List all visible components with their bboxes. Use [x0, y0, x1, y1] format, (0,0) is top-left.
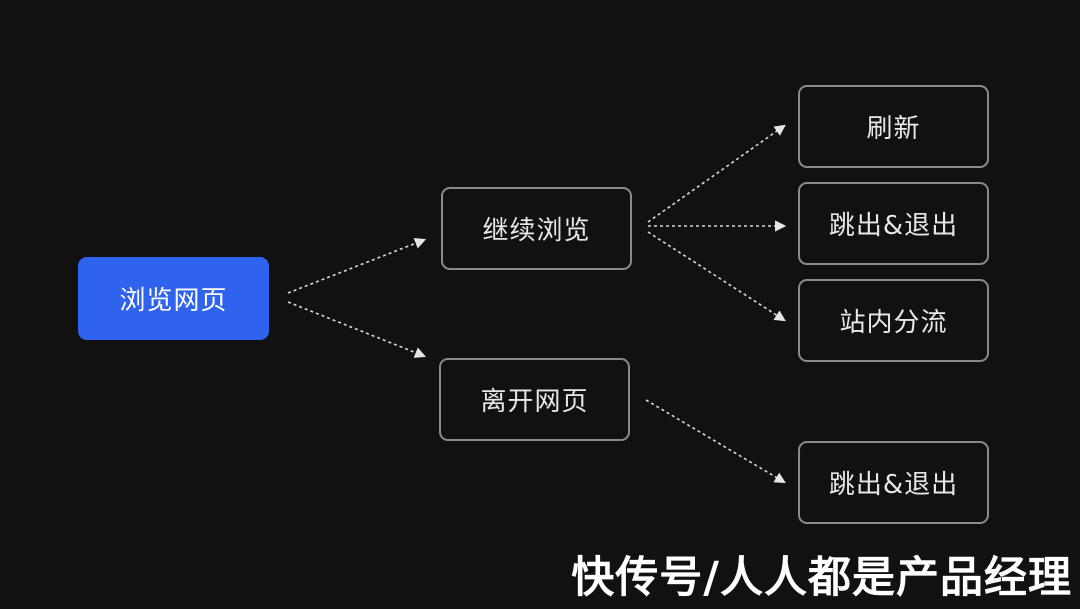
- node-bounce-exit-2: 跳出&退出: [798, 441, 989, 524]
- node-label: 离开网页: [480, 387, 589, 417]
- node-label: 跳出&退出: [828, 470, 959, 500]
- edge-root-to-continue: [287, 238, 427, 294]
- node-label: 浏览网页: [119, 286, 228, 316]
- node-leave-page: 离开网页: [439, 358, 630, 441]
- node-label: 跳出&退出: [828, 211, 959, 241]
- edge-root-to-leave: [287, 301, 427, 358]
- node-label: 站内分流: [839, 308, 948, 338]
- edge-continue-to-refresh: [647, 124, 786, 223]
- node-internal-diversion: 站内分流: [798, 279, 989, 362]
- edge-continue-to-diversion: [647, 231, 786, 322]
- node-label: 刷新: [866, 114, 921, 144]
- watermark: 快传号/人人都是产品经理: [571, 553, 1072, 603]
- node-refresh: 刷新: [798, 85, 989, 168]
- node-continue-browsing: 继续浏览: [441, 187, 632, 270]
- node-bounce-exit: 跳出&退出: [798, 182, 989, 265]
- node-label: 继续浏览: [482, 216, 591, 246]
- node-browse-page: 浏览网页: [78, 257, 269, 340]
- edge-leave-to-bounce: [645, 399, 786, 484]
